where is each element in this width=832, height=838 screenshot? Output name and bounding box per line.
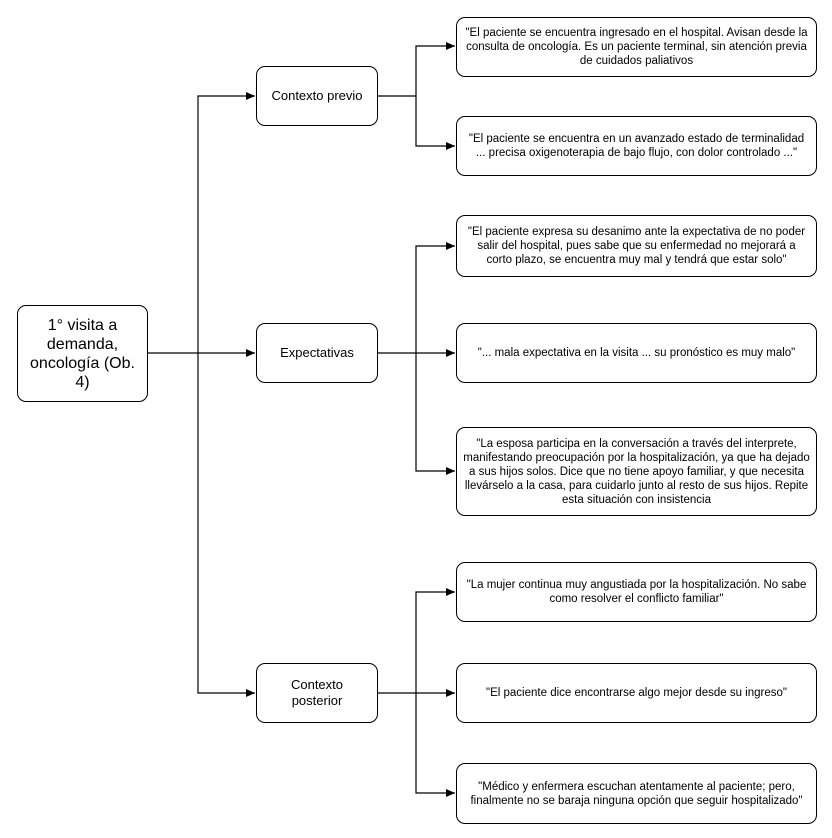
connector-root-contexto-posterior	[197, 353, 255, 697]
leaf-node-expectativas-1: "El paciente expresa su desanimo ante la…	[456, 215, 817, 277]
leaf-text: "... mala expectativa en la visita ... s…	[477, 347, 796, 359]
root-node-label: 1° visita a demanda, oncología (Ob. 4)	[30, 316, 135, 391]
leaf-text: "El paciente expresa su desanimo ante la…	[467, 226, 806, 266]
leaf-node-expectativas-2: "... mala expectativa en la visita ... s…	[456, 323, 817, 383]
branch-node-contexto-previo: Contexto previo	[256, 66, 378, 126]
leaf-node-contexto-previo-2: "El paciente se encuentra en un avanzado…	[456, 116, 817, 176]
branch-label: Expectativas	[280, 345, 354, 360]
branch-node-contexto-posterior: Contexto posterior	[256, 663, 378, 723]
connector-contexto-posterior-item-1	[415, 588, 455, 693]
leaf-node-contexto-posterior-1: "La mujer continua muy angustiada por la…	[456, 562, 817, 622]
connector-expectativas-item-1	[415, 242, 455, 353]
leaf-node-contexto-previo-1: "El paciente se encuentra ingresado en e…	[456, 17, 817, 77]
leaf-text: "Médico y enfermera escuchan atentamente…	[470, 780, 803, 807]
leaf-text: "La esposa participa en la conversación …	[463, 437, 810, 506]
connector-root-contexto-previo	[197, 92, 255, 353]
leaf-node-contexto-posterior-2: "El paciente dice encontrarse algo mejor…	[456, 663, 817, 723]
leaf-node-expectativas-3: "La esposa participa en la conversación …	[456, 427, 817, 516]
leaf-node-contexto-posterior-3: "Médico y enfermera escuchan atentamente…	[456, 763, 817, 824]
leaf-text: "El paciente se encuentra ingresado en e…	[465, 27, 808, 67]
branch-node-expectativas: Expectativas	[256, 323, 378, 383]
branch-label: Contexto previo	[271, 88, 363, 103]
connector-expectativas-item-3	[415, 353, 455, 475]
root-node: 1° visita a demanda, oncología (Ob. 4)	[17, 305, 148, 402]
connector-contexto-previo-item-1	[415, 42, 455, 96]
connector-contexto-posterior-item-3	[415, 693, 455, 797]
branch-label: Contexto posterior	[290, 677, 344, 708]
leaf-text: "El paciente se encuentra en un avanzado…	[468, 133, 805, 159]
leaf-text: "La mujer continua muy angustiada por la…	[466, 579, 807, 605]
connector-contexto-previo-item-2	[415, 96, 455, 150]
leaf-text: "El paciente dice encontrarse algo mejor…	[486, 687, 787, 699]
